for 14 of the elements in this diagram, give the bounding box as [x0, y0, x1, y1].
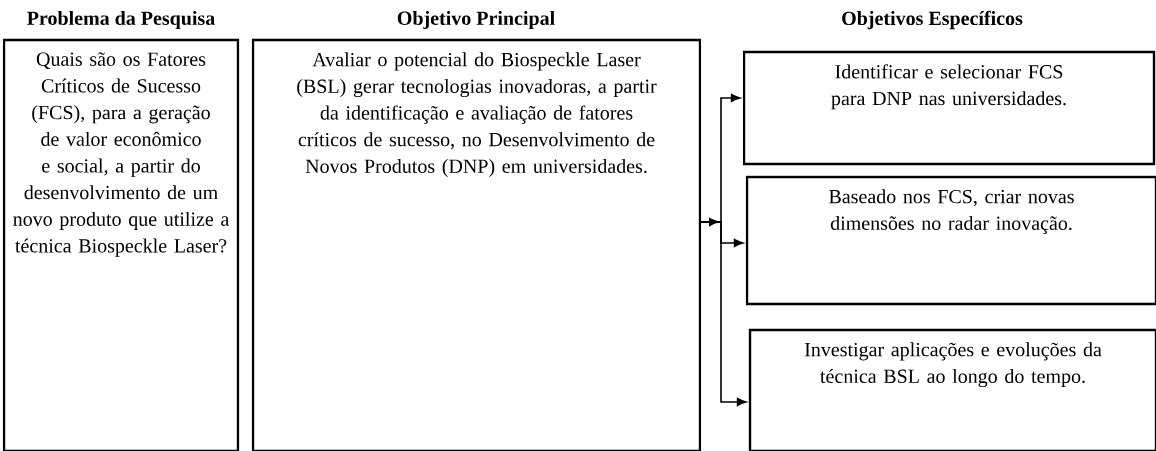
- heading: Problema da Pesquisa: [27, 10, 215, 30]
- heading: Objetivos Específicos: [842, 10, 1023, 30]
- text-box: [748, 328, 1156, 451]
- text-box: [742, 50, 1156, 166]
- text-box: [251, 10, 702, 451]
- box-text: Baseado nos FCS, criar novas dimensões no radar inovação.: [829, 189, 1074, 235]
- box-text: Investigar aplicações e evoluções da técnica BSL ao longo do tempo.: [804, 342, 1102, 388]
- arrow: [700, 221, 747, 407]
- box-text: Identificar e selecionar FCS para DNP nas universidades.: [831, 64, 1066, 110]
- heading: Objetivo Principal: [397, 10, 555, 30]
- text-box: [745, 175, 1156, 306]
- box-text: Avaliar o potencial do Biospeckle Laser (BSL) gerar tecnologias inovadoras, a partir da identificação e avaliação de fatores críticos de sucesso, no Desenvolvimento de Novos Produtos (DNP) em universidades.: [297, 52, 657, 178]
- text-box: [2, 10, 240, 451]
- box-text: Quais são os Fatores Críticos de Sucesso (FCS), para a geração de valor econômico e social, a partir do desenvolvimento de um novo produto que utilize a técnica Biospeckle Laser?: [13, 52, 230, 257]
